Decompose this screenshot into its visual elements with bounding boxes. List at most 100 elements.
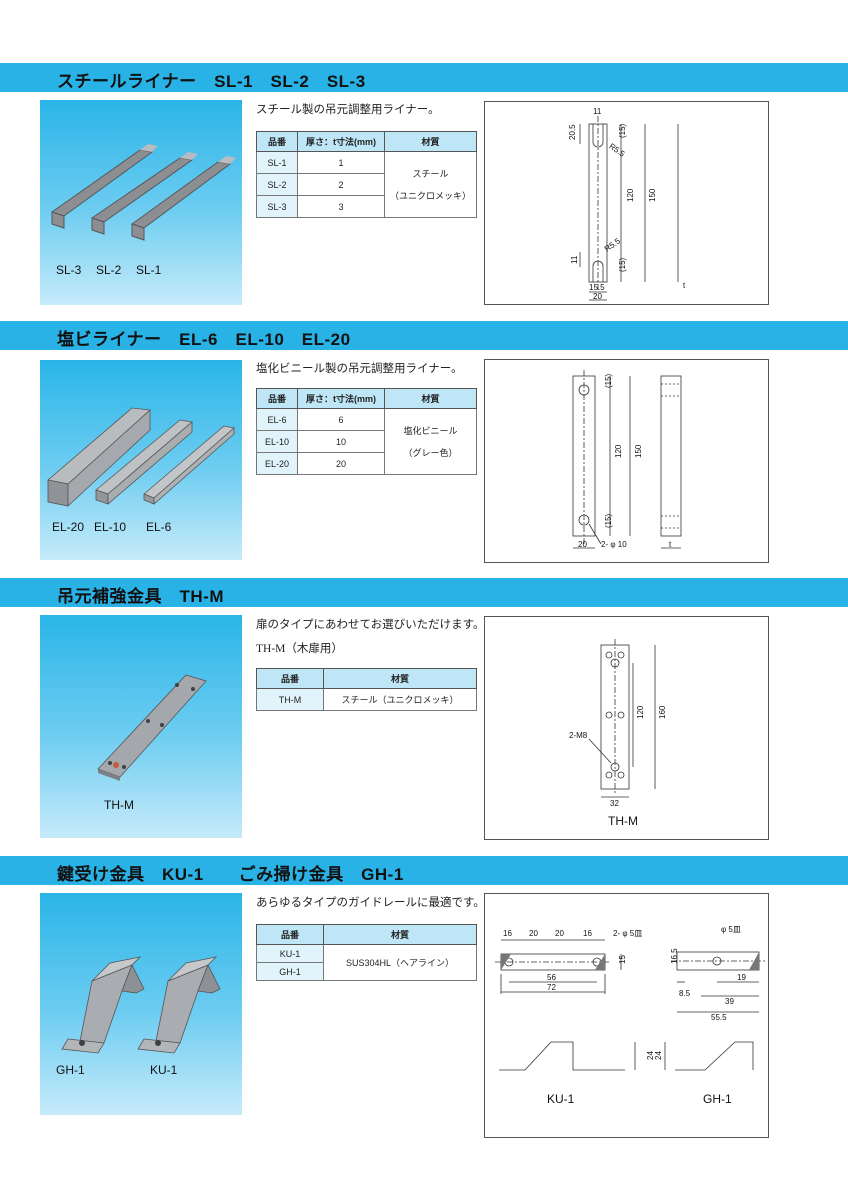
dim: 56 (547, 973, 556, 982)
col-header: 材質 (384, 131, 477, 152)
product-photo-th: TH-M (40, 615, 242, 838)
drawing-caption: GH-1 (703, 1092, 732, 1106)
col-header: 品番 (256, 388, 298, 409)
dim: 20.5 (568, 124, 577, 140)
description-sub: TH-M（木扉用） (256, 643, 343, 655)
dim: 150 (648, 188, 657, 202)
part-number: SL-2 (256, 173, 298, 196)
dim: 160 (658, 705, 667, 719)
section-header-el: 塩ビライナー EL-6 EL-10 EL-20 (0, 321, 848, 350)
dim: t (669, 540, 672, 549)
dim: 55.5 (711, 1013, 727, 1022)
description: スチール製の吊元調整用ライナー。 (256, 104, 440, 116)
dim: t (683, 281, 686, 290)
dim: 2- φ 5皿 (613, 929, 642, 938)
part-number: EL-20 (256, 452, 298, 475)
section-title: 鍵受け金具 KU-1 ごみ掃け金具 GH-1 (57, 865, 404, 884)
photo-label: TH-M (104, 798, 134, 812)
dim: 120 (626, 188, 635, 202)
section-title: スチールライナー SL-1 SL-2 SL-3 (57, 72, 366, 91)
spec-table-ku-gh: 品番 材質 KU-1 SUS304HL（ヘアライン） GH-1 (256, 924, 477, 981)
spec-table-el: 品番 厚さ：t寸法(mm) 材質 EL-6 6 塩化ビニール （グレー色） EL… (256, 388, 477, 475)
technical-drawing: (15) 120 150 (15) 20 2- φ 10 t (572, 370, 682, 549)
thickness: 1 (297, 151, 385, 174)
photo-label: EL-20 (52, 520, 85, 534)
material: SUS304HL（ヘアライン） (323, 944, 477, 981)
col-header: 品番 (256, 668, 324, 689)
section-header-sl: スチールライナー SL-1 SL-2 SL-3 (0, 63, 848, 92)
technical-drawing: 2-M8 120 160 32 (569, 639, 667, 808)
drawing-el: (15) 120 150 (15) 20 2- φ 10 t (484, 359, 769, 563)
description: あらゆるタイプのガイドレールに最適です。 (256, 897, 485, 909)
product-photo-el: EL-20 EL-10 EL-6 (40, 360, 242, 560)
description: 扉のタイプにあわせてお選びいただけます。 (256, 619, 485, 631)
dim: 150 (634, 444, 643, 458)
dim: 120 (614, 444, 623, 458)
dim: R5.5 (603, 236, 622, 253)
product-photo-ku-gh: GH-1 KU-1 (40, 893, 242, 1115)
dim: 16 (583, 929, 592, 938)
part-number: KU-1 (256, 944, 324, 963)
technical-drawing: 16 20 20 16 2- φ 5皿 15 56 72 24 φ 5皿 16.… (495, 925, 765, 1071)
material-cell: 塩化ビニール （グレー色） (384, 408, 477, 475)
col-header: 厚さ：t寸法(mm) (297, 388, 385, 409)
drawing-th: 2-M8 120 160 32 TH-M (484, 616, 769, 840)
dim: 2- φ 10 (601, 540, 627, 549)
thickness: 2 (297, 173, 385, 196)
dim: 24 (646, 1051, 655, 1060)
section-header-th: 吊元補強金具 TH-M (0, 578, 848, 607)
dim: 16 (503, 929, 512, 938)
section-title: 吊元補強金具 TH-M (57, 587, 224, 606)
technical-drawing: 11 20.5 (15) R5.5 120 150 R5.5 11 (15) 1… (568, 107, 686, 301)
description: 塩化ビニール製の吊元調整用ライナー。 (256, 363, 463, 375)
reinforcement-bracket-image (97, 674, 207, 781)
thickness: 10 (297, 430, 385, 453)
dim: (15) (604, 513, 613, 528)
photo-label: EL-10 (94, 520, 127, 534)
photo-label: KU-1 (150, 1063, 178, 1077)
spec-table-sl: 品番 厚さ：t寸法(mm) 材質 SL-1 1 スチール （ユニクロメッキ） S… (256, 131, 477, 218)
thickness: 20 (297, 452, 385, 475)
drawing-sl: 11 20.5 (15) R5.5 120 150 R5.5 11 (15) 1… (484, 101, 769, 305)
dim: 19 (737, 973, 746, 982)
pvc-liner-image (47, 407, 235, 507)
dim: (15) (604, 373, 613, 388)
photo-label: SL-3 (56, 263, 82, 277)
col-header: 品番 (256, 924, 324, 945)
dim: 24 (654, 1051, 663, 1060)
material-line: （ユニクロメッキ） (389, 190, 471, 201)
thickness: 6 (297, 408, 385, 431)
dim: 11 (570, 255, 579, 264)
col-header: 材質 (323, 924, 477, 945)
material-line: 塩化ビニール (403, 425, 458, 436)
photo-label: EL-6 (146, 520, 172, 534)
dim: 20 (529, 929, 538, 938)
photo-label: SL-2 (96, 263, 122, 277)
section-header-ku-gh: 鍵受け金具 KU-1 ごみ掃け金具 GH-1 (0, 856, 848, 885)
dim: 72 (547, 983, 556, 992)
lock-bracket-image (61, 956, 221, 1054)
material-cell: スチール （ユニクロメッキ） (384, 151, 477, 218)
drawing-ku-gh: 16 20 20 16 2- φ 5皿 15 56 72 24 φ 5皿 16.… (484, 893, 769, 1138)
dim: 8.5 (679, 989, 691, 998)
dim: 15 (618, 955, 627, 964)
part-number: SL-3 (256, 195, 298, 218)
dim: (15) (618, 257, 627, 272)
dim: 16.5 (670, 948, 679, 964)
dim: 20 (593, 292, 602, 301)
spec-table-th: 品番 材質 TH-M スチール（ユニクロメッキ） (256, 668, 477, 711)
drawing-caption: KU-1 (547, 1092, 575, 1106)
steel-liner-image (50, 144, 236, 241)
dim: 39 (725, 997, 734, 1006)
dim: 2-M8 (569, 731, 588, 740)
dim: 20 (555, 929, 564, 938)
col-header: 材質 (323, 668, 477, 689)
dim: φ 5皿 (721, 925, 741, 934)
drawing-caption: TH-M (608, 814, 638, 828)
part-number: TH-M (256, 688, 324, 711)
photo-label: GH-1 (56, 1063, 85, 1077)
section-title: 塩ビライナー EL-6 EL-10 EL-20 (57, 330, 351, 349)
dim: 32 (610, 799, 619, 808)
material: スチール（ユニクロメッキ） (323, 688, 477, 711)
product-photo-sl: SL-3 SL-2 SL-1 (40, 100, 242, 305)
